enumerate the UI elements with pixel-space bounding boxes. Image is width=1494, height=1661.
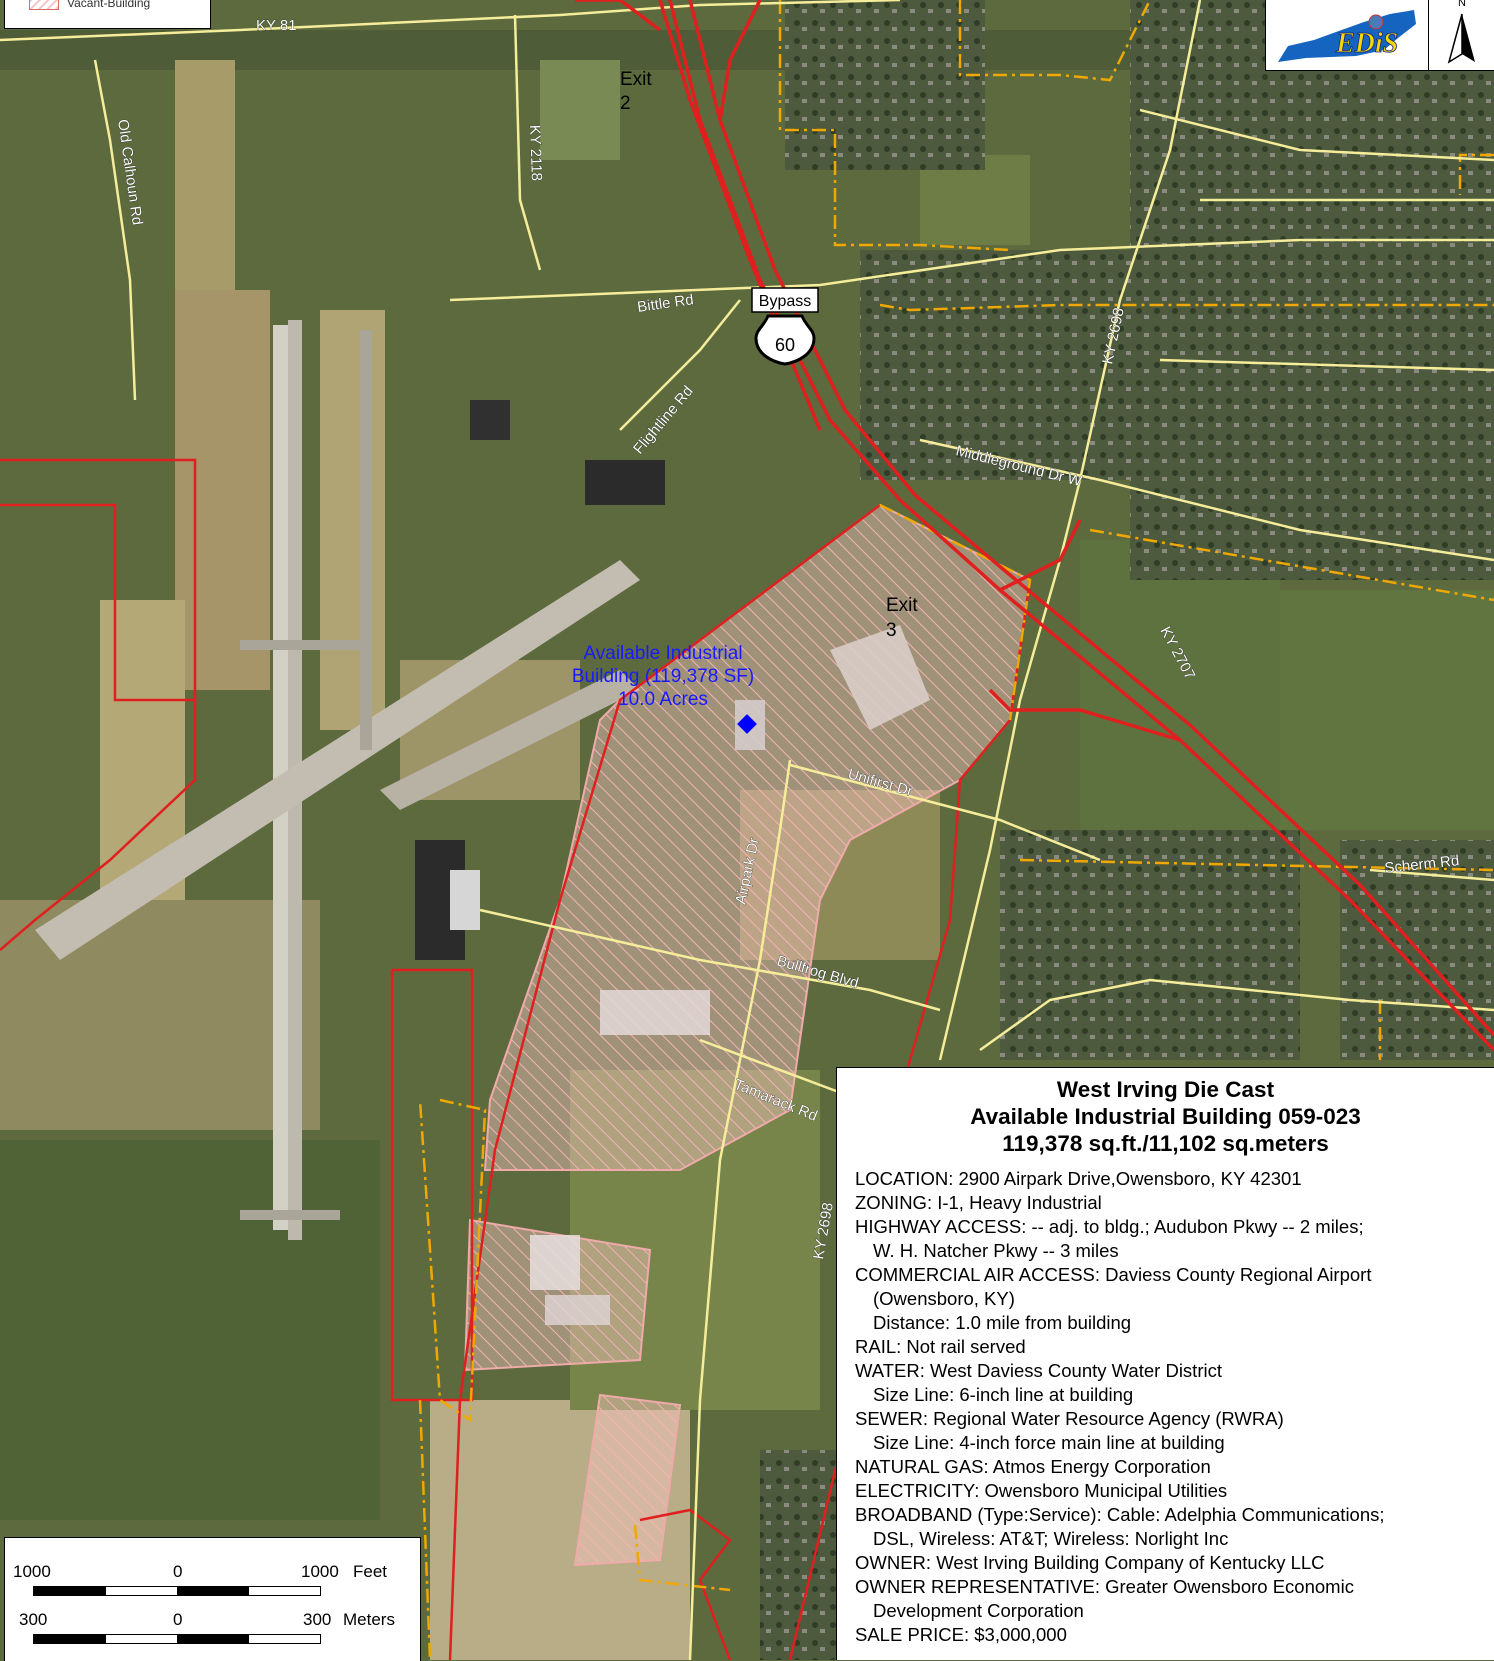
available-building-marker[interactable] bbox=[737, 714, 757, 734]
label-ky81: KY 81 bbox=[256, 17, 297, 34]
info-sale-price: SALE PRICE: $3,000,000 bbox=[855, 1624, 1067, 1645]
shield-number: 60 bbox=[775, 335, 795, 355]
info-air-line1: COMMERCIAL AIR ACCESS: Daviess County Re… bbox=[855, 1264, 1372, 1285]
airport bbox=[35, 320, 665, 1240]
label-ky2118: KY 2118 bbox=[526, 125, 545, 182]
info-highway: HIGHWAY ACCESS: -- adj. to bldg.; Audubo… bbox=[855, 1215, 1494, 1263]
info-gas: NATURAL GAS: Atmos Energy Corporation bbox=[855, 1456, 1211, 1477]
info-owner: OWNER: West Irving Building Company of K… bbox=[855, 1552, 1325, 1573]
info-water: WATER: West Daviess County Water Distric… bbox=[855, 1359, 1494, 1407]
available-label-line3: 10.0 Acres bbox=[618, 689, 708, 710]
north-label: N bbox=[1458, 0, 1466, 9]
info-list: LOCATION: 2900 Airpark Drive,Owensboro, … bbox=[855, 1167, 1494, 1647]
exit3-number: 3 bbox=[886, 620, 897, 641]
info-electricity: ELECTRICITY: Owensboro Municipal Utiliti… bbox=[855, 1480, 1228, 1501]
info-highway-line2: W. H. Natcher Pkwy -- 3 miles bbox=[873, 1240, 1119, 1261]
edis-logo: EDiS bbox=[1265, 0, 1429, 71]
info-title-line3: 119,378 sq.ft./11,102 sq.meters bbox=[1002, 1131, 1329, 1156]
logo-text: EDiS bbox=[1335, 28, 1398, 59]
scale-bar: 1000 0 1000 Feet 300 0 300 Meters bbox=[4, 1537, 421, 1661]
info-air-line2: (Owensboro, KY) bbox=[873, 1288, 1015, 1309]
available-label-line1: Available Industrial bbox=[583, 643, 742, 664]
exit2-word: Exit bbox=[620, 69, 652, 90]
scale-feet-zero: 0 bbox=[173, 1562, 183, 1581]
info-broadband-line1: BROADBAND (Type:Service): Cable: Adelphi… bbox=[855, 1504, 1385, 1525]
info-broadband: BROADBAND (Type:Service): Cable: Adelphi… bbox=[855, 1503, 1494, 1551]
info-highway-line1: HIGHWAY ACCESS: -- adj. to bldg.; Audubo… bbox=[855, 1216, 1364, 1237]
scale-feet-left: 1000 bbox=[13, 1562, 51, 1581]
info-broadband-line2: DSL, Wireless: AT&T; Wireless: Norlight … bbox=[873, 1528, 1229, 1549]
info-title-line2: Available Industrial Building 059-023 bbox=[970, 1104, 1361, 1129]
kentucky-state-icon: EDiS bbox=[1278, 10, 1416, 62]
info-water-line2: Size Line: 6-inch line at building bbox=[873, 1384, 1134, 1405]
exit2-number: 2 bbox=[620, 93, 631, 114]
residential-areas bbox=[760, 0, 1494, 1660]
info-title-line1: West Irving Die Cast bbox=[1056, 1077, 1275, 1102]
north-arrow: N bbox=[1428, 0, 1494, 71]
scale-meters-zero: 0 bbox=[173, 1610, 183, 1629]
legend-label-vacant: Vacant-Building bbox=[67, 0, 151, 10]
city-boundary bbox=[418, 0, 1494, 1660]
industrial-parcels bbox=[463, 503, 1032, 1567]
scale-feet-bar bbox=[33, 1586, 321, 1596]
scale-meters-right: 300 bbox=[303, 1610, 332, 1629]
info-location: LOCATION: 2900 Airpark Drive,Owensboro, … bbox=[855, 1168, 1302, 1189]
info-sewer-line2: Size Line: 4-inch force main line at bui… bbox=[873, 1432, 1225, 1453]
info-zoning: ZONING: I-1, Heavy Industrial bbox=[855, 1192, 1102, 1213]
info-owner-rep-line2: Development Corporation bbox=[873, 1600, 1084, 1621]
info-air: COMMERCIAL AIR ACCESS: Daviess County Re… bbox=[855, 1263, 1494, 1335]
shield-banner: Bypass bbox=[759, 293, 811, 310]
scale-feet-unit: Feet bbox=[353, 1562, 388, 1581]
legend-swatch-vacant bbox=[29, 0, 59, 10]
info-sewer-line1: SEWER: Regional Water Resource Agency (R… bbox=[855, 1408, 1284, 1429]
property-info-panel: West Irving Die Cast Available Industria… bbox=[836, 1067, 1494, 1660]
info-water-line1: WATER: West Daviess County Water Distric… bbox=[855, 1360, 1222, 1381]
legend: Vacant-Building bbox=[4, 0, 211, 29]
north-arrow-icon: N bbox=[1447, 0, 1475, 64]
info-owner-rep: OWNER REPRESENTATIVE: Greater Owensboro … bbox=[855, 1575, 1494, 1623]
parcel-south-2 bbox=[573, 1393, 682, 1567]
info-owner-rep-line1: OWNER REPRESENTATIVE: Greater Owensboro … bbox=[855, 1576, 1354, 1597]
available-label-line2: Building (119,378 SF) bbox=[572, 666, 754, 687]
info-title: West Irving Die Cast Available Industria… bbox=[837, 1076, 1494, 1157]
info-sewer: SEWER: Regional Water Resource Agency (R… bbox=[855, 1407, 1494, 1455]
us60-shield: Bypass 60 bbox=[751, 287, 819, 366]
info-air-line3: Distance: 1.0 mile from building bbox=[873, 1312, 1132, 1333]
scale-meters-unit: Meters bbox=[343, 1610, 395, 1629]
info-rail: RAIL: Not rail served bbox=[855, 1336, 1026, 1357]
scale-meters-bar bbox=[33, 1634, 321, 1644]
exit3-word: Exit bbox=[886, 595, 918, 616]
scale-feet-right: 1000 bbox=[301, 1562, 339, 1581]
scale-meters-left: 300 bbox=[19, 1610, 48, 1629]
highway-us60-bypass bbox=[575, 0, 1494, 1052]
